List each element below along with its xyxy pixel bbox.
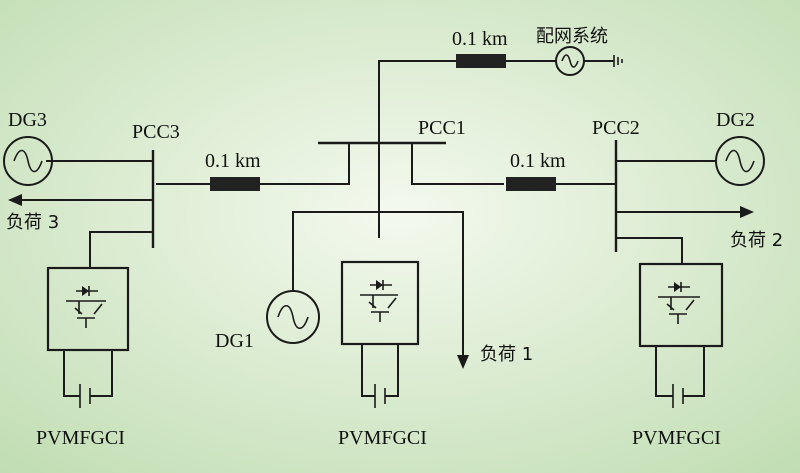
line-impedance-top bbox=[456, 54, 506, 68]
load-2-label: 负荷 2 bbox=[730, 230, 783, 251]
inverter-mid-label: PVMFGCI bbox=[338, 427, 427, 449]
pcc3-bus: PCC3 0.1 km bbox=[132, 121, 261, 248]
inverter-left: PVMFGCI bbox=[36, 231, 153, 449]
load-1-label: 负荷 1 bbox=[480, 344, 533, 365]
igbt-icon bbox=[658, 282, 700, 324]
pcc1-bus: PCC1 bbox=[156, 117, 504, 185]
grid-connection: 0.1 km 配网系统 bbox=[378, 26, 623, 238]
pcc2-label: PCC2 bbox=[592, 117, 640, 139]
dg3: DG3 bbox=[3, 109, 153, 186]
grid-label: 配网系统 bbox=[536, 26, 608, 47]
load-1: 负荷 1 bbox=[292, 211, 533, 369]
igbt-icon bbox=[360, 280, 398, 322]
arrow-left-icon bbox=[8, 194, 22, 206]
dg2: DG2 bbox=[616, 109, 765, 186]
line-impedance-left bbox=[210, 177, 260, 191]
generator-icon bbox=[266, 290, 320, 344]
line-length-right: 0.1 km bbox=[510, 150, 566, 172]
igbt-icon bbox=[66, 286, 106, 328]
ground-icon bbox=[584, 55, 623, 67]
dg2-label: DG2 bbox=[716, 109, 755, 131]
arrow-right-icon bbox=[740, 206, 754, 218]
inverter-right: PVMFGCI bbox=[616, 237, 724, 449]
line-length-left: 0.1 km bbox=[205, 150, 261, 172]
inverter-right-label: PVMFGCI bbox=[632, 427, 721, 449]
inverter-left-label: PVMFGCI bbox=[36, 427, 125, 449]
dg1: DG1 bbox=[215, 290, 320, 352]
pcc1-label: PCC1 bbox=[418, 117, 466, 139]
pcc3-label: PCC3 bbox=[132, 121, 180, 143]
load-3-label: 负荷 3 bbox=[6, 212, 59, 233]
arrow-down-icon bbox=[457, 355, 469, 369]
dg1-label: DG1 bbox=[215, 330, 254, 352]
load-2: 负荷 2 bbox=[616, 206, 783, 251]
dg3-label: DG3 bbox=[8, 109, 47, 131]
generator-icon bbox=[3, 136, 53, 186]
inverter-mid: PVMFGCI bbox=[338, 260, 427, 449]
pcc2-bus: PCC2 0.1 km bbox=[506, 117, 640, 252]
generator-icon bbox=[715, 136, 765, 186]
line-impedance-right bbox=[506, 177, 556, 191]
line-length-top: 0.1 km bbox=[452, 28, 508, 50]
load-3: 负荷 3 bbox=[6, 194, 153, 233]
